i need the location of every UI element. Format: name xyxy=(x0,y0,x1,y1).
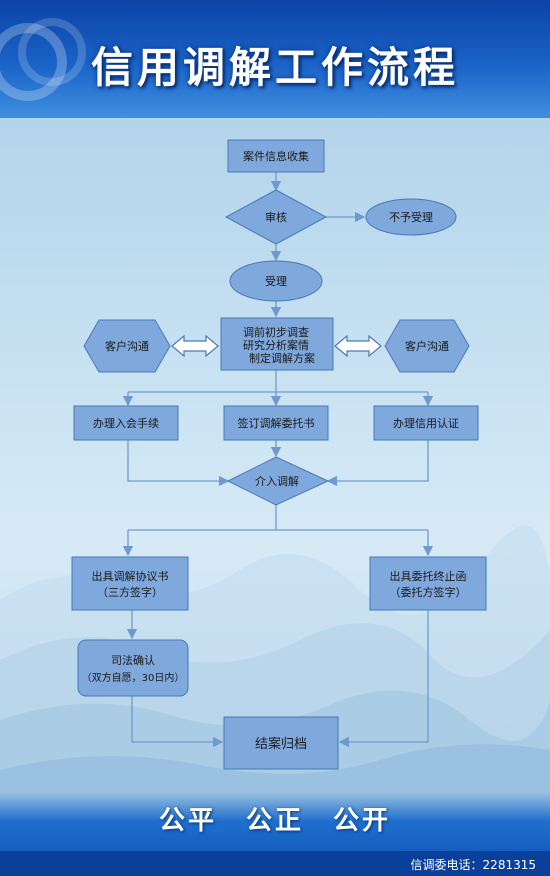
node-collect-label: 案件信息收集 xyxy=(243,149,309,163)
node-review-label: 审核 xyxy=(265,210,287,224)
node-commission-label: 签订调解委托书 xyxy=(238,416,315,430)
arrow-judicial-archive xyxy=(131,696,224,748)
node-prep-line1: 调前初步调查 xyxy=(243,325,309,339)
node-comm-left: 客户沟通 xyxy=(83,319,171,373)
connector-lines xyxy=(122,172,434,748)
arrow-terminate-archive xyxy=(338,610,429,748)
contact-phone: 信调委电话：2281315 xyxy=(410,858,536,872)
node-archive-label: 结案归档 xyxy=(255,737,307,752)
node-accept: 受理 xyxy=(229,260,323,302)
page-title: 信用调解工作流程 xyxy=(90,43,459,92)
phone-bar: 信调委电话：2281315 xyxy=(0,851,550,876)
node-commission: 签订调解委托书 xyxy=(223,405,329,441)
node-credit-label: 办理信用认证 xyxy=(393,417,459,430)
node-comm-left-label: 客户沟通 xyxy=(105,339,149,353)
arrow-membership-mediation xyxy=(127,440,230,487)
node-terminate-line2: （委托方签字） xyxy=(390,585,467,599)
arrow-credit-mediation xyxy=(326,440,429,487)
node-credit: 办理信用认证 xyxy=(373,405,479,441)
node-archive: 结案归档 xyxy=(223,716,339,770)
node-prep-line3: 制定调解方案 xyxy=(249,351,315,365)
node-mediation-label: 介入调解 xyxy=(255,474,299,488)
node-reject: 不予受理 xyxy=(365,198,457,236)
node-terminate-line1: 出具委托终止函 xyxy=(390,569,467,583)
node-prep: 调前初步调查 研究分析案情 制定调解方案 xyxy=(220,317,334,371)
node-terminate: 出具委托终止函 （委托方签字） xyxy=(369,556,487,611)
node-judicial-line1: 司法确认 xyxy=(111,653,155,667)
node-membership: 办理入会手续 xyxy=(73,405,179,441)
node-agreement-line1: 出具调解协议书 xyxy=(92,569,169,583)
node-review: 审核 xyxy=(224,189,328,245)
node-reject-label: 不予受理 xyxy=(389,211,433,224)
node-collect: 案件信息收集 xyxy=(227,139,325,173)
header-banner: 信用调解工作流程 xyxy=(0,0,550,118)
node-judicial-line2: （双方自愿，30日内） xyxy=(82,671,185,684)
node-accept-label: 受理 xyxy=(265,275,287,288)
double-arrow-left-icon xyxy=(171,334,219,358)
node-prep-line2: 研究分析案情 xyxy=(243,338,309,352)
node-agreement: 出具调解协议书 （三方签字） xyxy=(71,556,189,611)
node-membership-label: 办理入会手续 xyxy=(93,416,159,430)
node-comm-right-label: 客户沟通 xyxy=(405,339,449,353)
node-mediation: 介入调解 xyxy=(226,456,330,506)
node-judicial: 司法确认 （双方自愿，30日内） xyxy=(77,639,189,697)
double-arrow-right-icon xyxy=(334,334,382,358)
node-comm-right: 客户沟通 xyxy=(384,319,470,373)
ring-logo-icon xyxy=(0,18,86,101)
node-agreement-line2: （三方签字） xyxy=(97,585,163,599)
slogan: 公平 公正 公开 xyxy=(158,806,391,836)
